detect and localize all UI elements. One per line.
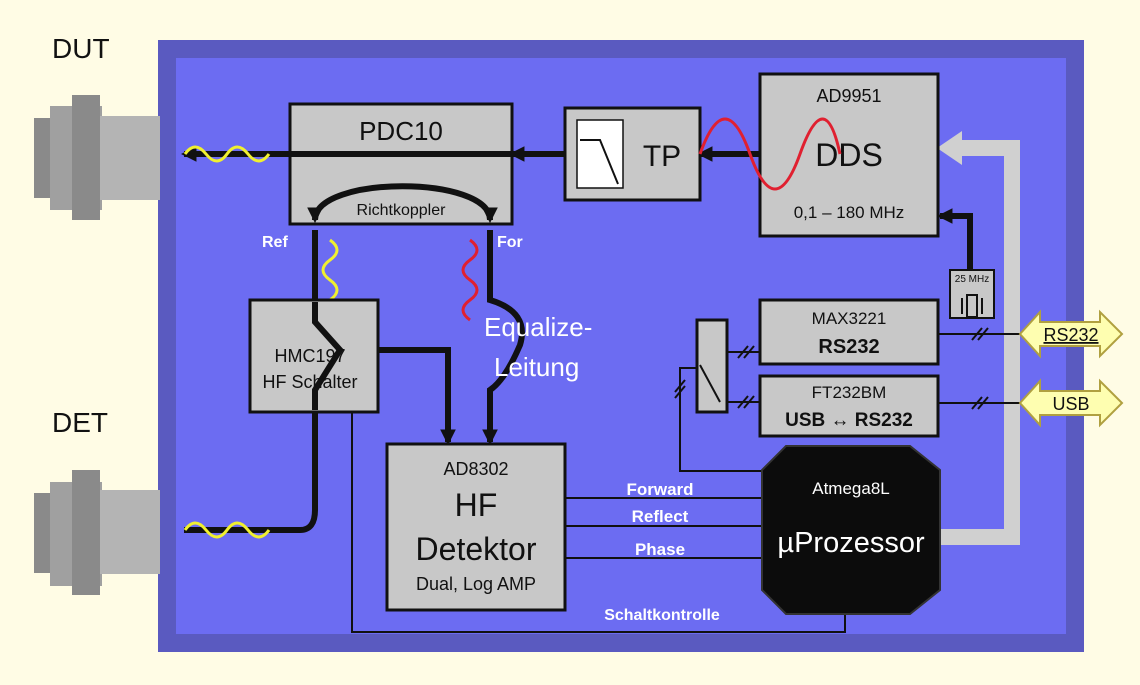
det-yellow-wave xyxy=(183,521,271,539)
crystal-label: 25 MHz xyxy=(955,274,989,285)
ad8302-block xyxy=(385,442,567,612)
ad8302-line1: HF xyxy=(455,487,498,523)
equalize-wire xyxy=(482,230,525,446)
control-bus-arrowhead xyxy=(937,131,962,165)
ft232-part-label: FT232BM xyxy=(812,383,887,402)
phase-label: Phase xyxy=(635,540,685,559)
dut-connector-icon xyxy=(34,95,160,220)
hf-switch-icon xyxy=(312,302,344,410)
det-wire xyxy=(184,381,323,533)
schaltkontrolle-line xyxy=(351,412,846,633)
usb-connector-label: USB xyxy=(1052,394,1089,414)
ft232-block xyxy=(758,374,940,438)
equalize-label-2: Leitung xyxy=(494,352,579,382)
crystal-to-dds-wire xyxy=(936,208,973,272)
rs232-connector-label: RS232 xyxy=(1043,325,1098,345)
dds-red-wave xyxy=(698,117,842,191)
dds-part-label: AD9951 xyxy=(816,86,881,106)
dds-title: DDS xyxy=(815,137,883,173)
hmc197-line2: HF Schalter xyxy=(262,372,357,392)
ad8302-part-label: AD8302 xyxy=(443,459,508,479)
max3221-title: RS232 xyxy=(818,336,879,358)
det-label: DET xyxy=(52,407,108,438)
mcu-block xyxy=(761,445,941,615)
max3221-block xyxy=(758,298,940,366)
dds-block xyxy=(758,72,940,238)
schaltkontrolle-label: Schaltkontrolle xyxy=(604,607,720,624)
pdc10-title: PDC10 xyxy=(359,116,443,146)
ref-label: Ref xyxy=(262,234,288,251)
hmc197-line1: HMC197 xyxy=(274,346,345,366)
dut-yellow-wave xyxy=(183,145,271,163)
ad8302-line3: Dual, Log AMP xyxy=(416,574,536,594)
dut-label: DUT xyxy=(52,33,110,64)
ft232-title: USB ↔ RS232 xyxy=(785,410,913,431)
rs232-connector-arrow: RS232 xyxy=(1018,309,1124,359)
usb-connector-arrow: USB xyxy=(1018,378,1124,428)
richtkoppler-label: Richtkoppler xyxy=(357,202,447,219)
forward-label: Forward xyxy=(626,480,693,499)
for-label: For xyxy=(497,234,523,251)
det-connector-icon xyxy=(34,470,160,595)
bus-slash-marks xyxy=(674,327,989,410)
mcu-title: µProzessor xyxy=(777,527,925,559)
coupler-arc-inner xyxy=(307,183,498,224)
uart-mux-switch-icon xyxy=(699,364,721,403)
tp-title: TP xyxy=(643,140,681,173)
lowpass-filter-icon xyxy=(580,139,619,185)
for-red-wave xyxy=(461,238,479,322)
mcu-part-label: Atmega8L xyxy=(812,479,890,498)
uart-control-line xyxy=(679,367,762,472)
ad8302-line2: Detektor xyxy=(416,531,537,567)
equalize-label-1: Equalize- xyxy=(484,312,592,342)
control-bus-arrow xyxy=(940,140,1020,545)
max3221-part-label: MAX3221 xyxy=(812,309,887,328)
crystal-icon xyxy=(961,294,983,318)
dds-range-label: 0,1 – 180 MHz xyxy=(794,203,905,222)
reflect-label: Reflect xyxy=(632,507,689,526)
uart-mux-block xyxy=(695,318,729,414)
